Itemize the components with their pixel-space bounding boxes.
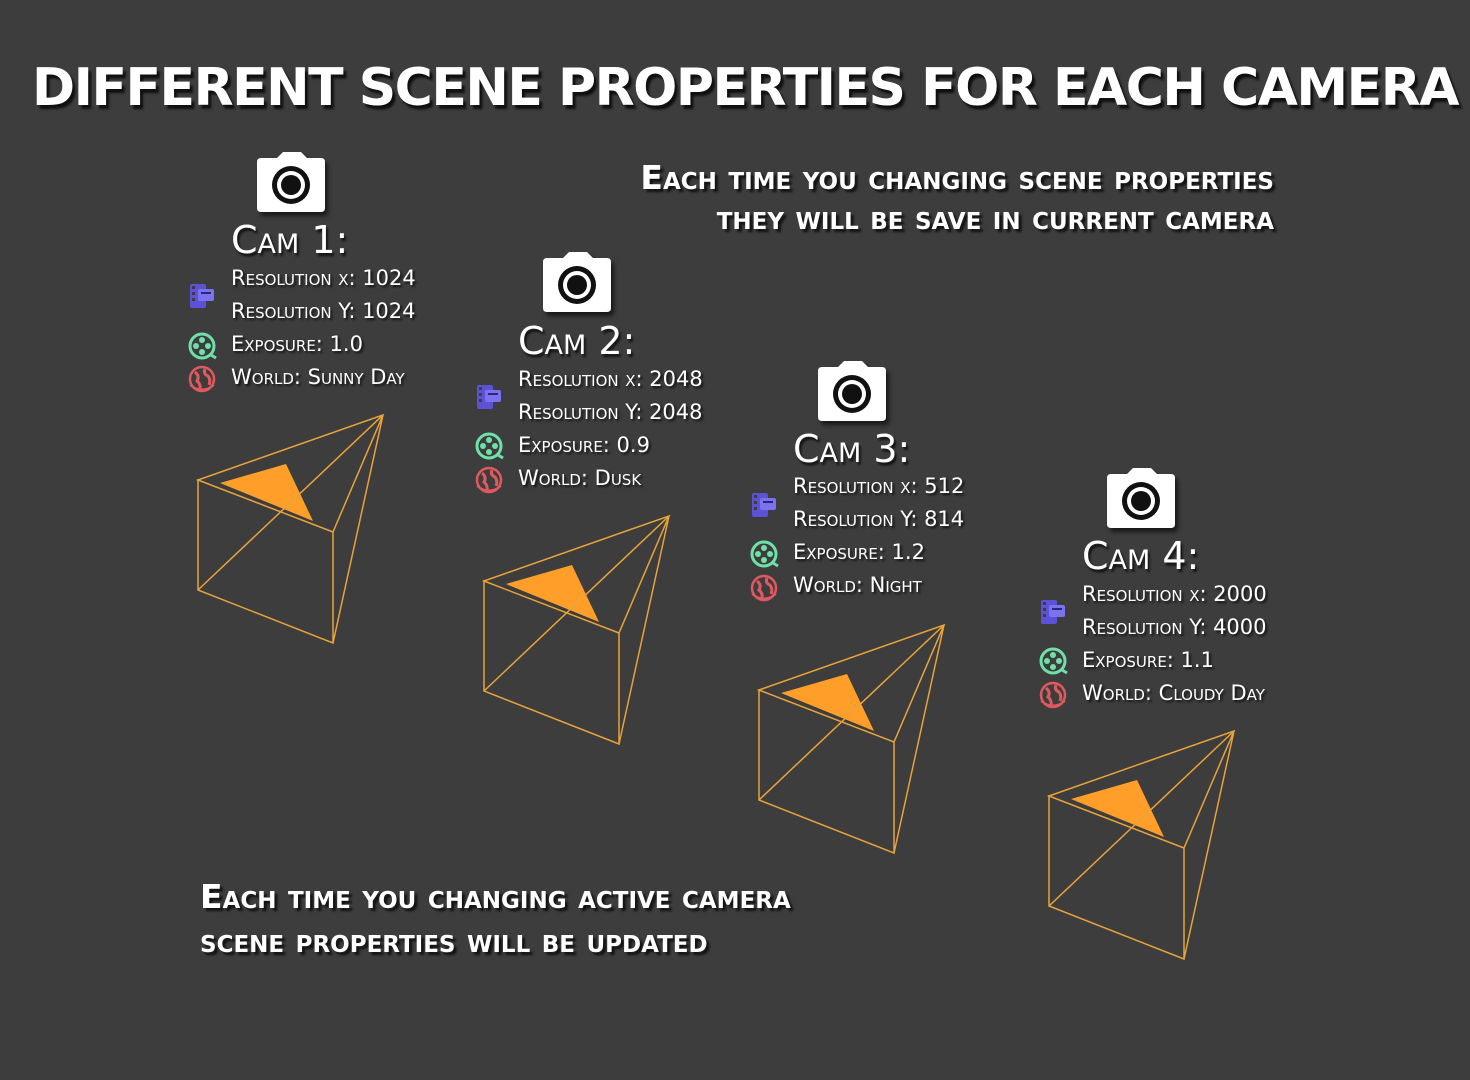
resolution-y: Resolution Y: 814 bbox=[793, 507, 965, 531]
exposure: Exposure: 1.2 bbox=[793, 540, 925, 564]
film-reel-icon bbox=[474, 431, 504, 461]
exposure: Exposure: 1.1 bbox=[1082, 648, 1214, 672]
resolution-y: Resolution Y: 2048 bbox=[518, 400, 703, 424]
camera-title: Cam 2: bbox=[518, 319, 636, 363]
camera-icon bbox=[1105, 468, 1177, 530]
camera-icon bbox=[816, 361, 888, 423]
note-scene-properties-saved: Each time you changing scene properties … bbox=[540, 158, 1274, 238]
globe-icon bbox=[474, 465, 504, 495]
camera-title: Cam 4: bbox=[1082, 534, 1200, 578]
world: World: Dusk bbox=[518, 466, 642, 490]
camera-frustum-3 bbox=[756, 620, 951, 860]
camera-frustum-2 bbox=[481, 511, 676, 751]
exposure: Exposure: 0.9 bbox=[518, 433, 650, 457]
page-title: DIFFERENT SCENE PROPERTIES FOR EACH CAME… bbox=[32, 58, 1459, 118]
world: World: Sunny Day bbox=[231, 365, 405, 389]
camera-properties: Resolution x: 2048 Resolution Y: 2048 Ex… bbox=[518, 363, 778, 495]
note-line: Each time you changing scene properties bbox=[640, 158, 1274, 197]
resolution-x: Resolution x: 2000 bbox=[1082, 582, 1267, 606]
resolution-x: Resolution x: 2048 bbox=[518, 367, 703, 391]
resolution-x: Resolution x: 512 bbox=[793, 474, 965, 498]
film-reel-icon bbox=[187, 331, 217, 361]
note-line: scene properties will be updated bbox=[200, 921, 708, 960]
note-active-camera-updates: Each time you changing active camera sce… bbox=[200, 875, 791, 963]
globe-icon bbox=[749, 573, 779, 603]
globe-icon bbox=[1038, 680, 1068, 710]
world: World: Night bbox=[793, 573, 922, 597]
camera-frustum-1 bbox=[195, 410, 390, 650]
film-strip-icon bbox=[749, 489, 779, 519]
camera-icon bbox=[541, 252, 613, 314]
film-reel-icon bbox=[749, 539, 779, 569]
world: World: Cloudy Day bbox=[1082, 681, 1265, 705]
resolution-y: Resolution Y: 1024 bbox=[231, 299, 416, 323]
camera-properties: Resolution x: 1024 Resolution Y: 1024 Ex… bbox=[231, 262, 491, 394]
camera-properties: Resolution x: 512 Resolution Y: 814 Expo… bbox=[793, 470, 1053, 602]
note-line: they will be save in current camera bbox=[716, 198, 1274, 237]
film-reel-icon bbox=[1038, 646, 1068, 676]
camera-frustum-4 bbox=[1046, 726, 1241, 966]
note-line: Each time you changing active camera bbox=[200, 877, 791, 916]
film-strip-icon bbox=[1038, 596, 1068, 626]
resolution-y: Resolution Y: 4000 bbox=[1082, 615, 1267, 639]
camera-title: Cam 1: bbox=[231, 218, 349, 262]
film-strip-icon bbox=[187, 280, 217, 310]
camera-title: Cam 3: bbox=[793, 427, 911, 471]
exposure: Exposure: 1.0 bbox=[231, 332, 363, 356]
film-strip-icon bbox=[474, 381, 504, 411]
camera-icon bbox=[255, 152, 327, 214]
resolution-x: Resolution x: 1024 bbox=[231, 266, 416, 290]
globe-icon bbox=[187, 364, 217, 394]
camera-properties: Resolution x: 2000 Resolution Y: 4000 Ex… bbox=[1082, 578, 1342, 710]
